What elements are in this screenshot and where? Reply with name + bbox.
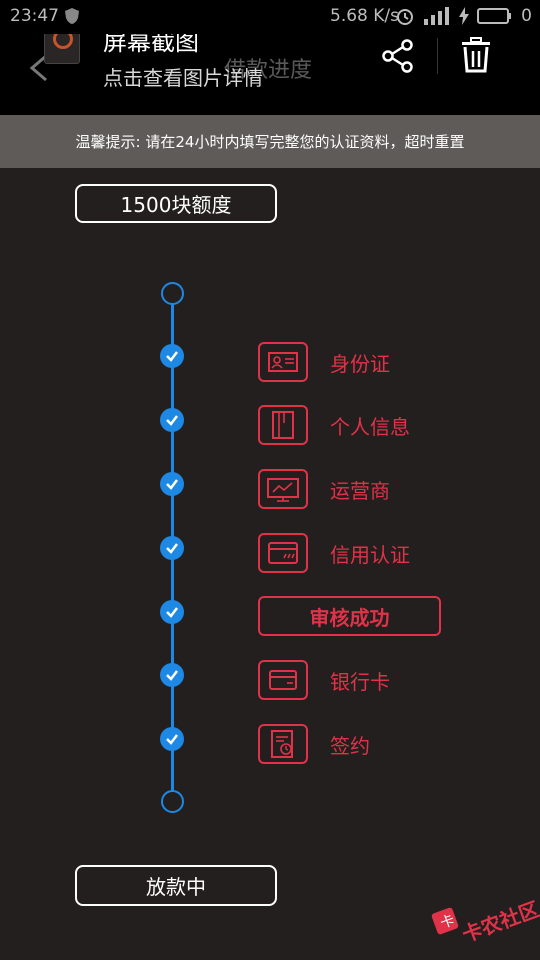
credit-card-icon: [258, 533, 308, 573]
status-bar: 23:47 5.68 K/s 0: [0, 0, 540, 34]
review-success-button[interactable]: 审核成功: [258, 596, 441, 636]
step-id-card[interactable]: 身份证: [258, 342, 390, 382]
timeline-start-node: [161, 282, 184, 305]
trash-icon[interactable]: [458, 36, 494, 74]
status-time: 23:47: [10, 6, 59, 26]
step-bank-card[interactable]: 银行卡: [258, 660, 390, 700]
shield-icon: [65, 8, 79, 24]
timeline-end-node: [161, 790, 184, 813]
watermark-logo: 卡: [431, 907, 459, 935]
battery-icon: [477, 8, 512, 24]
alarm-icon: [397, 9, 414, 25]
check-icon: [160, 472, 184, 496]
battery-level: 0: [521, 6, 532, 26]
step-personal-info[interactable]: 个人信息: [258, 405, 410, 445]
warm-tip-banner: 温馨提示: 请在24小时内填写完整您的认证资料，超时重置: [0, 115, 540, 168]
quota-button[interactable]: 1500块额度: [75, 184, 277, 223]
bank-card-icon: [258, 660, 308, 700]
check-icon: [160, 663, 184, 687]
disbursing-button[interactable]: 放款中: [75, 865, 277, 906]
header-divider: [437, 38, 438, 74]
status-icons: 0: [395, 6, 532, 26]
back-arrow-icon[interactable]: [26, 52, 50, 84]
step-contract[interactable]: 签约: [258, 724, 370, 764]
step-label: 身份证: [330, 351, 390, 376]
step-label: 运营商: [330, 478, 390, 503]
check-icon: [160, 536, 184, 560]
underlying-page-title: 借款进度: [224, 58, 313, 83]
signal-icon: [424, 7, 450, 25]
carrier-icon: [258, 469, 308, 509]
step-credit-auth[interactable]: 信用认证: [258, 533, 410, 573]
notebook-icon: [258, 405, 308, 445]
check-icon: [160, 600, 184, 624]
share-icon[interactable]: [380, 38, 416, 74]
id-card-icon: [258, 342, 308, 382]
contract-icon: [258, 724, 308, 764]
network-speed: 5.68 K/s: [330, 6, 399, 26]
check-icon: [160, 408, 184, 432]
check-icon: [160, 727, 184, 751]
step-label: 银行卡: [330, 669, 390, 694]
step-label: 信用认证: [330, 542, 410, 567]
step-label: 签约: [330, 733, 370, 758]
screenshot-subtitle[interactable]: 点击查看图片详情: [103, 66, 263, 90]
step-label: 个人信息: [330, 414, 410, 439]
step-carrier[interactable]: 运营商: [258, 469, 390, 509]
check-icon: [160, 344, 184, 368]
charging-icon: [459, 7, 470, 25]
svg-text:卡: 卡: [438, 912, 457, 932]
